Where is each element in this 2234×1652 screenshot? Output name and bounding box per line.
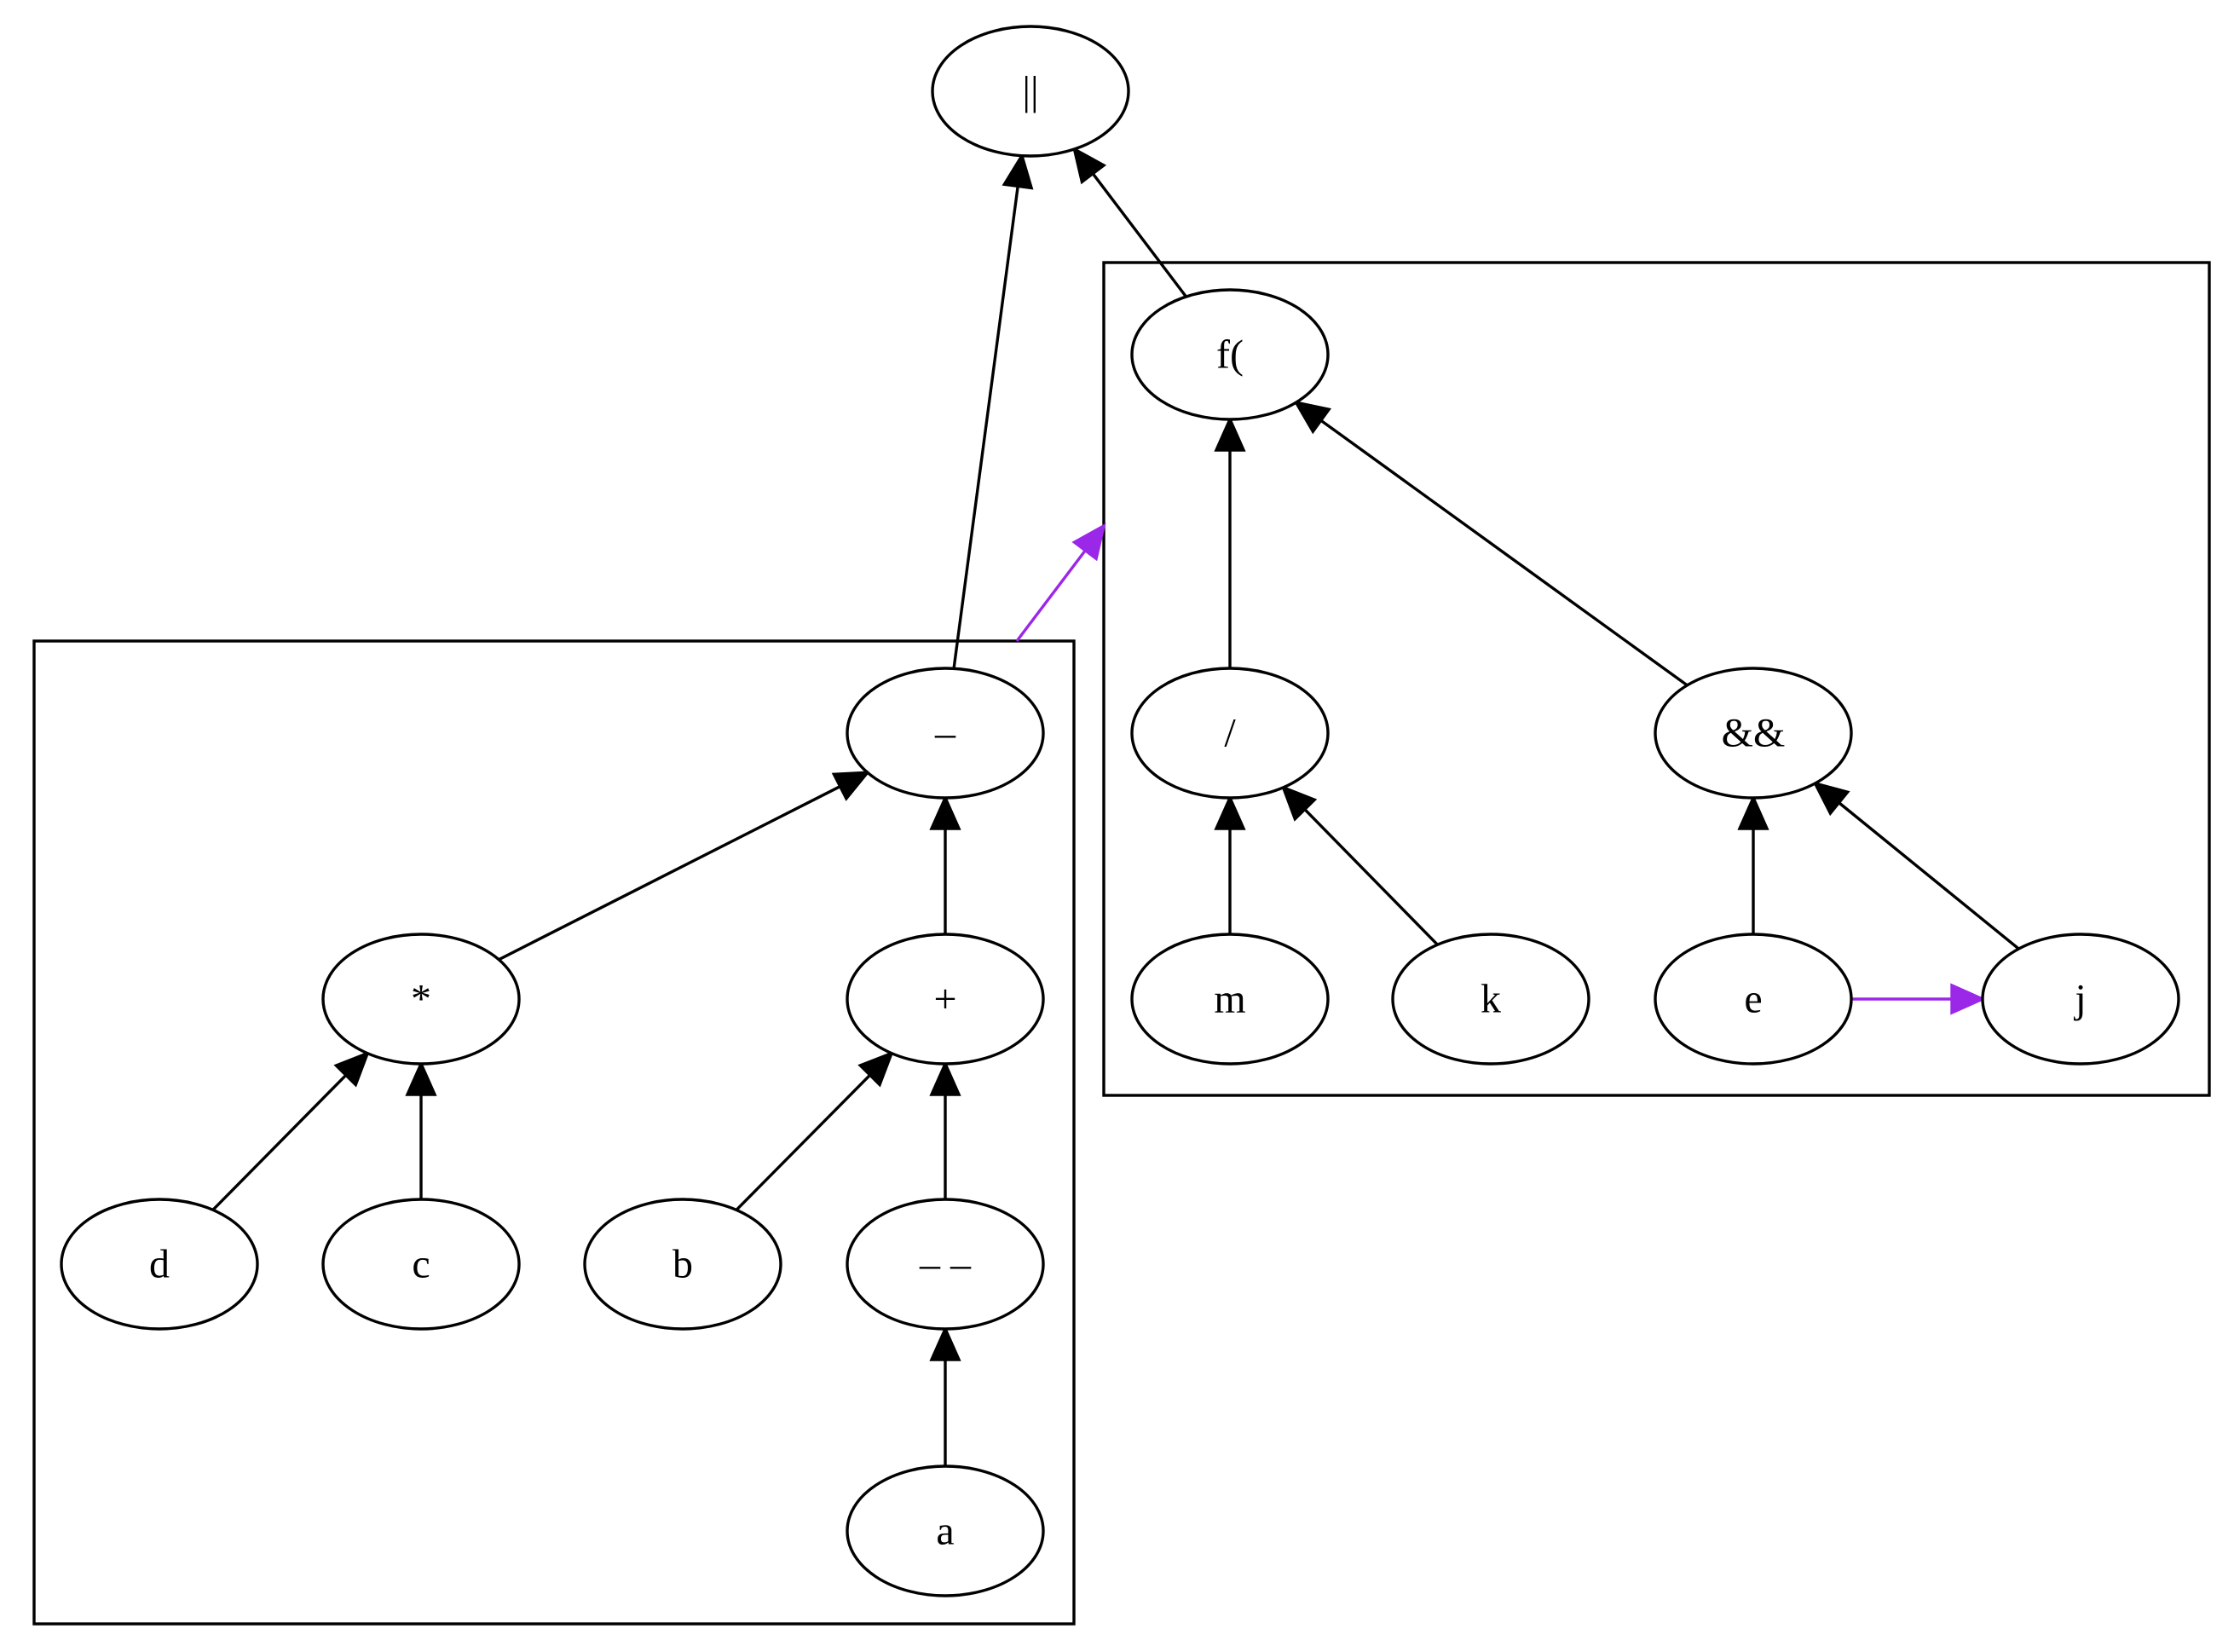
- node-plus-ellipse: [846, 933, 1045, 1066]
- node-decrement-label: – –: [919, 1242, 972, 1287]
- edge-times-to-minus-arrowhead: [831, 771, 871, 801]
- edge-b-to-plus-arrowhead: [857, 1050, 894, 1088]
- node-times: *: [321, 933, 521, 1066]
- node-m-ellipse: [1130, 933, 1330, 1066]
- node-minus-ellipse: [846, 667, 1045, 800]
- node-call-ellipse: [1130, 288, 1330, 421]
- node-times-label: *: [411, 977, 431, 1022]
- edge-k-to-divide-line: [1303, 808, 1439, 946]
- edge-times-to-minus: [498, 771, 871, 962]
- right-subgraph-box: [1102, 261, 2211, 1097]
- edge-e-to-j: [1851, 983, 1987, 1015]
- left-subgraph-box: [32, 639, 1076, 1626]
- edge-d-to-times-arrowhead: [333, 1050, 371, 1088]
- edge-k-to-divide: [1280, 784, 1439, 946]
- node-k-ellipse: [1391, 933, 1590, 1066]
- edge-plus-to-minus: [929, 794, 961, 934]
- node-b-label: b: [673, 1242, 693, 1287]
- edge-call-to-or-arrowhead: [1071, 146, 1107, 185]
- edge-divide-to-call-arrowhead: [1214, 415, 1246, 452]
- node-j-label: j: [2073, 977, 2086, 1022]
- edge-c-to-times: [405, 1060, 437, 1199]
- node-plus: +: [846, 933, 1045, 1066]
- edge-c-to-times-arrowhead: [405, 1060, 437, 1096]
- node-j: j: [1981, 933, 2180, 1066]
- edge-times-to-minus-line: [498, 785, 841, 962]
- node-divide: /: [1130, 667, 1330, 800]
- edge-b-to-plus: [735, 1050, 894, 1211]
- edge-left-cluster-to-right-cluster: [1015, 523, 1106, 643]
- node-decrement: – –: [846, 1198, 1045, 1331]
- edge-left-cluster-to-right-cluster-arrowhead: [1071, 523, 1106, 562]
- node-and: &&: [1654, 667, 1853, 800]
- node-times-ellipse: [321, 933, 521, 1066]
- node-minus: –: [846, 667, 1045, 800]
- edge-b-to-plus-line: [735, 1073, 871, 1211]
- node-call: f(: [1130, 288, 1330, 421]
- edge-and-to-call-line: [1319, 419, 1688, 687]
- edge-j-to-and-arrowhead: [1812, 781, 1850, 817]
- node-minus-label: –: [934, 711, 956, 756]
- node-or: ||: [931, 25, 1130, 158]
- node-decrement-ellipse: [846, 1198, 1045, 1331]
- node-c-label: c: [412, 1242, 430, 1287]
- edge-minus-to-or-arrowhead: [1002, 152, 1034, 190]
- edge-j-to-and-line: [1838, 801, 2020, 950]
- edge-left-cluster-to-right-cluster-line: [1015, 549, 1087, 643]
- node-and-ellipse: [1654, 667, 1853, 800]
- nodes-layer: || – * + d c b – – a f( / && m k e j: [60, 25, 2180, 1597]
- edge-decrement-to-plus: [929, 1060, 961, 1199]
- node-c-ellipse: [321, 1198, 521, 1331]
- edge-m-to-divide-arrowhead: [1214, 794, 1246, 830]
- node-d-label: d: [149, 1242, 170, 1287]
- node-e-ellipse: [1654, 933, 1853, 1066]
- node-d-ellipse: [60, 1198, 259, 1331]
- edge-a-to-decrement: [929, 1325, 961, 1466]
- node-and-label: &&: [1722, 711, 1786, 756]
- edge-minus-to-or-line: [952, 186, 1019, 669]
- edge-e-to-and: [1737, 794, 1769, 934]
- edge-minus-to-or: [952, 152, 1034, 669]
- edge-m-to-divide: [1214, 794, 1246, 934]
- edge-call-to-or: [1071, 146, 1187, 298]
- node-a: a: [846, 1464, 1045, 1597]
- edge-call-to-or-line: [1091, 172, 1187, 298]
- node-m-label: m: [1214, 977, 1245, 1022]
- node-e: e: [1654, 933, 1853, 1066]
- edge-and-to-call-arrowhead: [1293, 400, 1332, 435]
- edges-layer: [211, 146, 2020, 1466]
- edge-plus-to-minus-arrowhead: [929, 794, 961, 830]
- node-divide-label: /: [1224, 711, 1236, 756]
- node-j-ellipse: [1981, 933, 2180, 1066]
- edge-e-to-j-arrowhead: [1950, 983, 1987, 1015]
- edge-k-to-divide-arrowhead: [1280, 784, 1318, 822]
- node-b: b: [583, 1198, 782, 1331]
- node-plus-label: +: [933, 977, 956, 1022]
- node-divide-ellipse: [1130, 667, 1330, 800]
- node-b-ellipse: [583, 1198, 782, 1331]
- node-k-label: k: [1481, 977, 1501, 1022]
- node-d: d: [60, 1198, 259, 1331]
- node-call-label: f(: [1216, 332, 1244, 378]
- node-e-label: e: [1744, 977, 1762, 1022]
- edge-e-to-and-arrowhead: [1737, 794, 1769, 830]
- node-or-ellipse: [931, 25, 1130, 158]
- node-k: k: [1391, 933, 1590, 1066]
- edge-and-to-call: [1293, 400, 1688, 687]
- edge-decrement-to-plus-arrowhead: [929, 1060, 961, 1096]
- node-a-ellipse: [846, 1464, 1045, 1597]
- node-c: c: [321, 1198, 521, 1331]
- edge-a-to-decrement-arrowhead: [929, 1325, 961, 1361]
- edge-d-to-times: [211, 1050, 371, 1211]
- edge-d-to-times-line: [211, 1074, 348, 1211]
- edge-j-to-and: [1812, 781, 2020, 950]
- node-a-label: a: [936, 1509, 954, 1554]
- edge-divide-to-call: [1214, 415, 1246, 668]
- node-m: m: [1130, 933, 1330, 1066]
- node-or-label: ||: [1022, 69, 1038, 114]
